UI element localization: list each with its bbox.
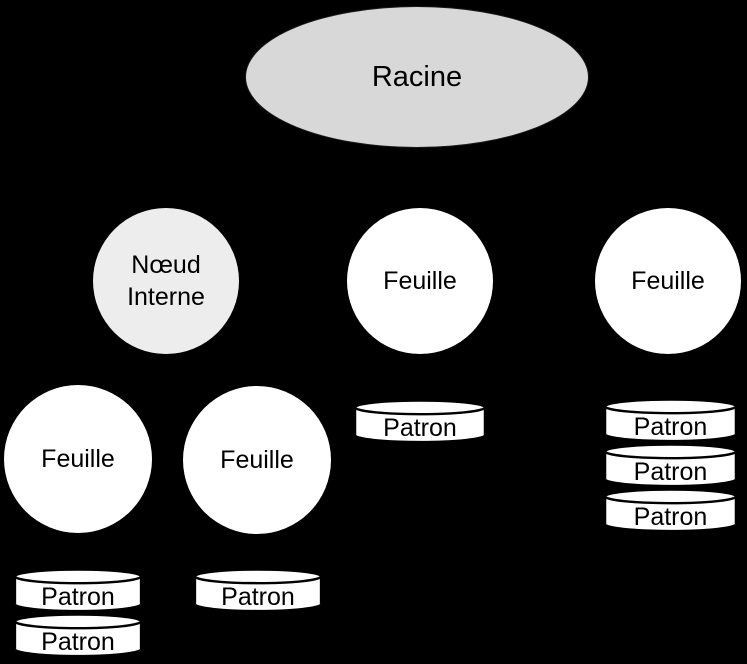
patron-cylinder: Patron <box>13 613 143 658</box>
database-cylinder-icon <box>353 399 487 444</box>
database-cylinder-icon <box>13 568 143 613</box>
patron-cylinder: Patron <box>603 488 738 533</box>
internal-node-label-line1: Nœud <box>131 251 201 279</box>
patron-label: Patron <box>41 627 115 656</box>
internal-node-label: Nœud Interne <box>127 249 205 313</box>
database-cylinder-icon <box>603 443 738 488</box>
patron-cylinder: Patron <box>353 399 487 444</box>
database-cylinder-icon <box>603 488 738 533</box>
leaf-node-bottom-left: Feuille <box>4 385 152 533</box>
internal-node-label-line2: Interne <box>127 283 205 311</box>
patron-cylinder: Patron <box>603 443 738 488</box>
internal-node: Nœud Interne <box>93 208 239 354</box>
leaf-node-label: Feuille <box>220 446 294 474</box>
leaf-node-right: Feuille <box>595 208 741 354</box>
database-cylinder-icon <box>603 398 738 443</box>
root-node: Racine <box>245 6 589 148</box>
patron-label: Patron <box>41 582 115 611</box>
leaf-node-bottom-second: Feuille <box>183 386 331 534</box>
leaf-node-label: Feuille <box>383 267 457 295</box>
patron-cylinder: Patron <box>193 568 323 613</box>
patron-stack-bottom-second: Patron <box>193 568 323 613</box>
database-cylinder-icon <box>193 568 323 613</box>
database-cylinder-icon <box>13 613 143 658</box>
leaf-node-label: Feuille <box>41 445 115 473</box>
patron-label: Patron <box>633 502 708 531</box>
patron-stack-bottom-left: Patron Patron <box>13 568 143 658</box>
patron-cylinder: Patron <box>603 398 738 443</box>
leaf-node-label: Feuille <box>631 267 705 295</box>
patron-label: Patron <box>221 582 295 611</box>
root-node-label: Racine <box>371 60 463 93</box>
patron-stack-middle: Patron <box>353 399 487 444</box>
patron-cylinder: Patron <box>13 568 143 613</box>
patron-label: Patron <box>633 457 708 486</box>
leaf-node-middle: Feuille <box>347 208 493 354</box>
patron-label: Patron <box>383 413 457 442</box>
patron-stack-right: Patron Patron Patron <box>603 398 738 533</box>
patron-label: Patron <box>633 412 708 441</box>
